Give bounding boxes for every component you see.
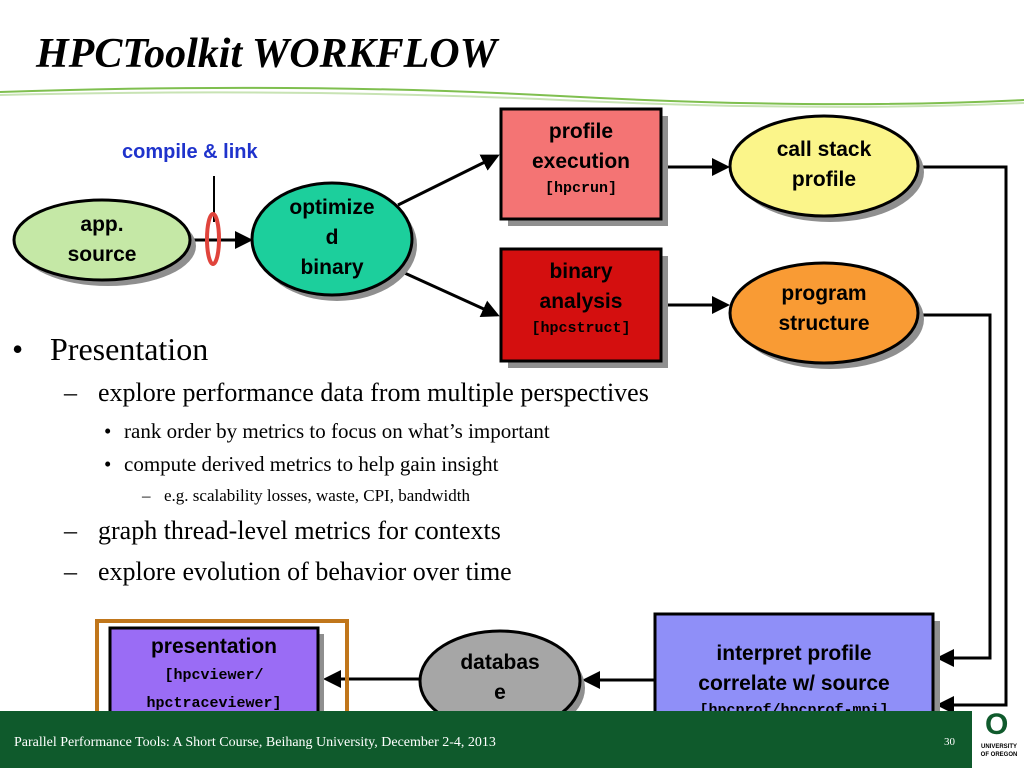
- footer-text: Parallel Performance Tools: A Short Cour…: [14, 735, 496, 750]
- app-source-line-1: app.: [80, 213, 124, 236]
- sub-sub-bullet-text: rank order by metrics to focus on what’s…: [124, 419, 550, 443]
- interpret-profile-line-2: correlate w/ source: [698, 672, 890, 695]
- bullet-marker: •: [12, 331, 24, 367]
- title-rule: [0, 86, 1024, 106]
- university-logo-line-2: OF OREGON: [980, 752, 1018, 758]
- presentation-line-1: presentation: [150, 635, 278, 658]
- sub-bullet-marker: –: [64, 378, 77, 407]
- interpret-profile-line-1: interpret profile: [716, 642, 872, 665]
- call-stack-profile-node: [728, 114, 920, 218]
- program-structure-line-2: structure: [778, 312, 870, 335]
- app-source-node: [12, 198, 192, 282]
- compile-link-marker: [205, 212, 221, 266]
- presentation-label: presentation [hpcviewer/ hpctraceviewer]: [110, 628, 318, 722]
- title-rule-shadow: [0, 91, 1024, 108]
- call-stack-profile-line-1: call stack: [776, 138, 872, 161]
- university-logo-letter: O: [985, 708, 1009, 741]
- database-line-2: e: [494, 681, 506, 704]
- interpret-profile-label: interpret profile correlate w/ source [h…: [655, 636, 933, 726]
- sub-bullet-2: – graph thread-level metrics for context…: [64, 516, 501, 546]
- sub-bullet-3: – explore evolution of behavior over tim…: [64, 557, 512, 587]
- level4-bullet-marker: –: [142, 486, 151, 505]
- profile-execution-label: profile execution [hpcrun]: [501, 109, 661, 209]
- sub-sub-bullet-1: • rank order by metrics to focus on what…: [104, 419, 550, 444]
- optimized-binary-line-2: d: [325, 226, 339, 249]
- arrow-binary-to-profile: [397, 154, 500, 207]
- optimized-binary-node: [250, 181, 414, 297]
- optimized-binary-line-1: optimize: [289, 196, 375, 219]
- sub-sub-bullet-text: compute derived metrics to help gain ins…: [124, 452, 499, 476]
- program-structure-label: program structure: [730, 274, 918, 344]
- binary-analysis-label: binary analysis [hpcstruct]: [501, 248, 661, 350]
- profile-execution-node: [499, 107, 663, 221]
- sub-bullet-text: explore performance data from multiple p…: [98, 378, 649, 407]
- sub-bullet-1: – explore performance data from multiple…: [64, 378, 649, 408]
- page-number: 30: [944, 736, 955, 748]
- compile-link-label: compile & link: [122, 141, 258, 163]
- presentation-node: [108, 626, 320, 728]
- app-source-label: app. source: [14, 205, 190, 275]
- app-source-line-2: source: [67, 243, 137, 266]
- call-stack-profile-line-2: profile: [791, 168, 857, 191]
- profile-execution-line-1: profile: [548, 120, 614, 143]
- sub-bullet-text: explore evolution of behavior over time: [98, 557, 512, 586]
- level4-bullet-text: e.g. scalability losses, waste, CPI, ban…: [164, 486, 470, 505]
- optimized-binary-line-3: binary: [300, 256, 364, 279]
- sub-bullet-marker: –: [64, 516, 77, 545]
- footer-bar: [0, 711, 972, 768]
- binary-analysis-tool: [hpcstruct]: [531, 320, 631, 337]
- call-stack-profile-label: call stack profile: [730, 130, 918, 200]
- arrow-binary-to-analysis: [397, 268, 500, 317]
- slide-title: HPCToolkit WORKFLOW: [36, 31, 497, 77]
- database-line-1: databas: [460, 651, 540, 674]
- presentation-tool-2: hpctraceviewer]: [146, 695, 282, 712]
- bullet-text: Presentation: [50, 331, 209, 367]
- arrow-callstack-to-interpret: [922, 165, 1008, 714]
- binary-analysis-line-1: binary: [549, 260, 613, 283]
- sub-bullet-text: graph thread-level metrics for contexts: [98, 516, 501, 545]
- sub-bullet-marker: –: [64, 557, 77, 586]
- profile-execution-line-2: execution: [531, 150, 631, 173]
- program-structure-node: [728, 261, 920, 365]
- sub-sub-bullet-marker: •: [104, 419, 112, 443]
- binary-analysis-line-2: analysis: [539, 290, 623, 313]
- level4-bullet-1: – e.g. scalability losses, waste, CPI, b…: [142, 486, 470, 506]
- profile-execution-tool: [hpcrun]: [544, 180, 617, 197]
- arrow-structure-to-interpret: [922, 313, 992, 667]
- optimized-binary-label: optimize d binary: [252, 192, 412, 284]
- sub-sub-bullet-2: • compute derived metrics to help gain i…: [104, 452, 498, 477]
- database-label: databas e: [422, 646, 578, 710]
- sub-sub-bullet-marker: •: [104, 452, 112, 476]
- logo-panel: [972, 711, 1024, 768]
- university-logo-line-1: UNIVERSITY: [980, 744, 1017, 750]
- binary-analysis-node: [499, 247, 663, 363]
- presentation-tool-1: [hpcviewer/: [164, 667, 264, 684]
- program-structure-line-1: program: [781, 282, 867, 305]
